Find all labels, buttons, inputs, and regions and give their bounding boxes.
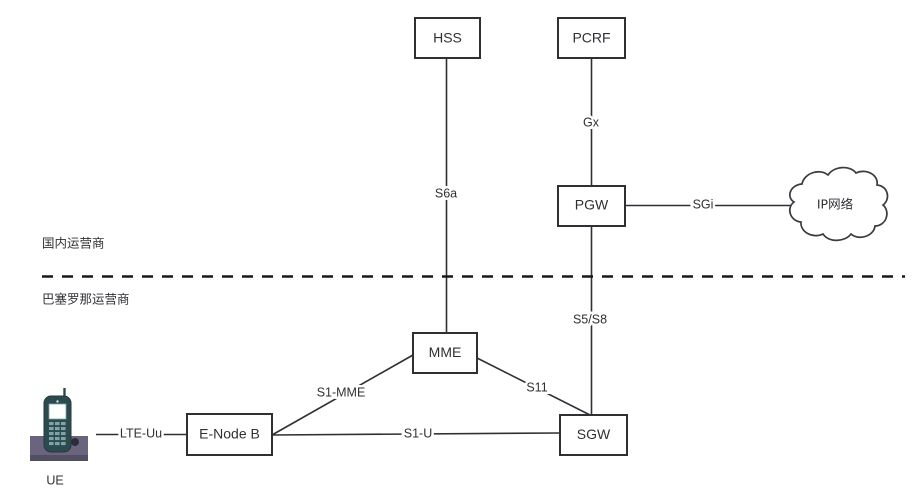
node-mme-label: MME bbox=[429, 344, 462, 360]
node-ue-label: UE bbox=[46, 473, 63, 487]
node-ue[interactable]: UE bbox=[30, 388, 88, 487]
node-ip-network[interactable]: IP网络 bbox=[788, 166, 889, 242]
node-pcrf[interactable]: PCRF bbox=[557, 17, 626, 59]
node-hss-label: HSS bbox=[433, 30, 462, 46]
link-s1-u bbox=[271, 432, 561, 436]
node-sgw-label: SGW bbox=[577, 426, 611, 442]
ue-keypad bbox=[49, 422, 66, 446]
node-enode-b-box bbox=[186, 413, 273, 456]
zone-label-visited: 巴塞罗那运营商 bbox=[42, 291, 130, 306]
link-s11 bbox=[476, 357, 593, 417]
node-sgw-box bbox=[559, 414, 628, 456]
link-s1-mme bbox=[271, 354, 414, 436]
node-ip-network-label: IP网络 bbox=[817, 197, 854, 212]
ue-earpiece-dot bbox=[56, 400, 59, 403]
link-label-s1-u: S1-U bbox=[404, 426, 432, 440]
ue-screen bbox=[48, 403, 67, 420]
node-enode-b-label: E-Node B bbox=[199, 426, 260, 442]
link-label-s6a: S6a bbox=[435, 186, 457, 200]
ue-base-button bbox=[71, 438, 79, 446]
zone-label-home: 国内运营商 bbox=[42, 235, 105, 250]
link-label-lte-uu: LTE-Uu bbox=[120, 426, 162, 440]
node-pcrf-box bbox=[557, 17, 626, 59]
ue-base-shadow bbox=[30, 455, 88, 461]
node-pgw-box bbox=[557, 185, 626, 227]
node-mme-box bbox=[412, 332, 478, 374]
node-pgw[interactable]: PGW bbox=[557, 185, 626, 227]
link-label-s1-mme: S1-MME bbox=[317, 385, 366, 399]
node-pgw-label: PGW bbox=[575, 197, 609, 213]
node-hss[interactable]: HSS bbox=[414, 17, 481, 59]
node-hss-box bbox=[414, 17, 481, 59]
node-sgw[interactable]: SGW bbox=[559, 414, 628, 456]
link-label-s11: S11 bbox=[526, 380, 547, 394]
node-enode-b[interactable]: E-Node B bbox=[186, 413, 273, 456]
node-pcrf-label: PCRF bbox=[572, 30, 610, 46]
link-label-s5s8: S5/S8 bbox=[573, 312, 607, 326]
link-label-gx: Gx bbox=[583, 115, 600, 129]
cloud-icon bbox=[788, 166, 889, 242]
node-mme[interactable]: MME bbox=[412, 332, 478, 374]
link-label-sgi: SGi bbox=[693, 197, 714, 211]
